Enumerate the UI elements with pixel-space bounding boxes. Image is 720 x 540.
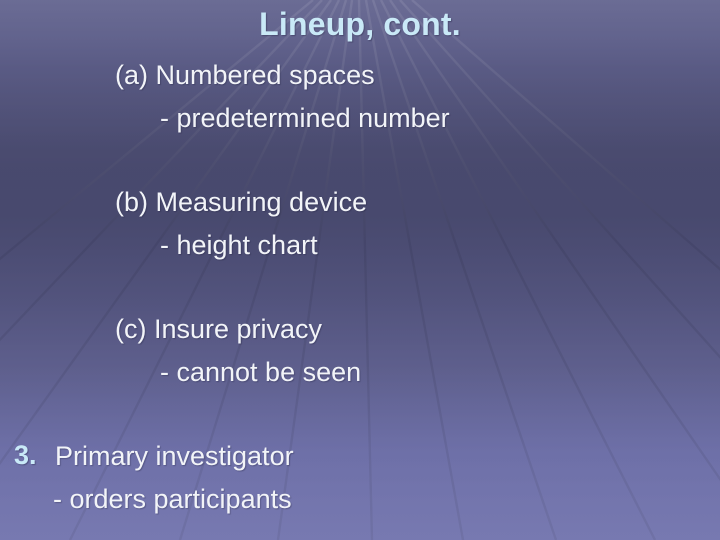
bullet-b-sub: - height chart [160, 230, 318, 260]
bullet-3-main: Primary investigator [55, 441, 294, 471]
bullet-3-sub: - orders participants [53, 484, 292, 514]
bullet-a-sub: - predetermined number [160, 103, 450, 133]
slide-title: Lineup, cont. [259, 6, 461, 42]
bullet-c-main: (c) Insure privacy [115, 314, 323, 344]
list-number-marker-3: 3. [14, 440, 37, 470]
bullet-a-main: (a) Numbered spaces [115, 60, 375, 90]
bullet-b-main: (b) Measuring device [115, 187, 368, 217]
bullet-c-sub: - cannot be seen [160, 357, 362, 387]
